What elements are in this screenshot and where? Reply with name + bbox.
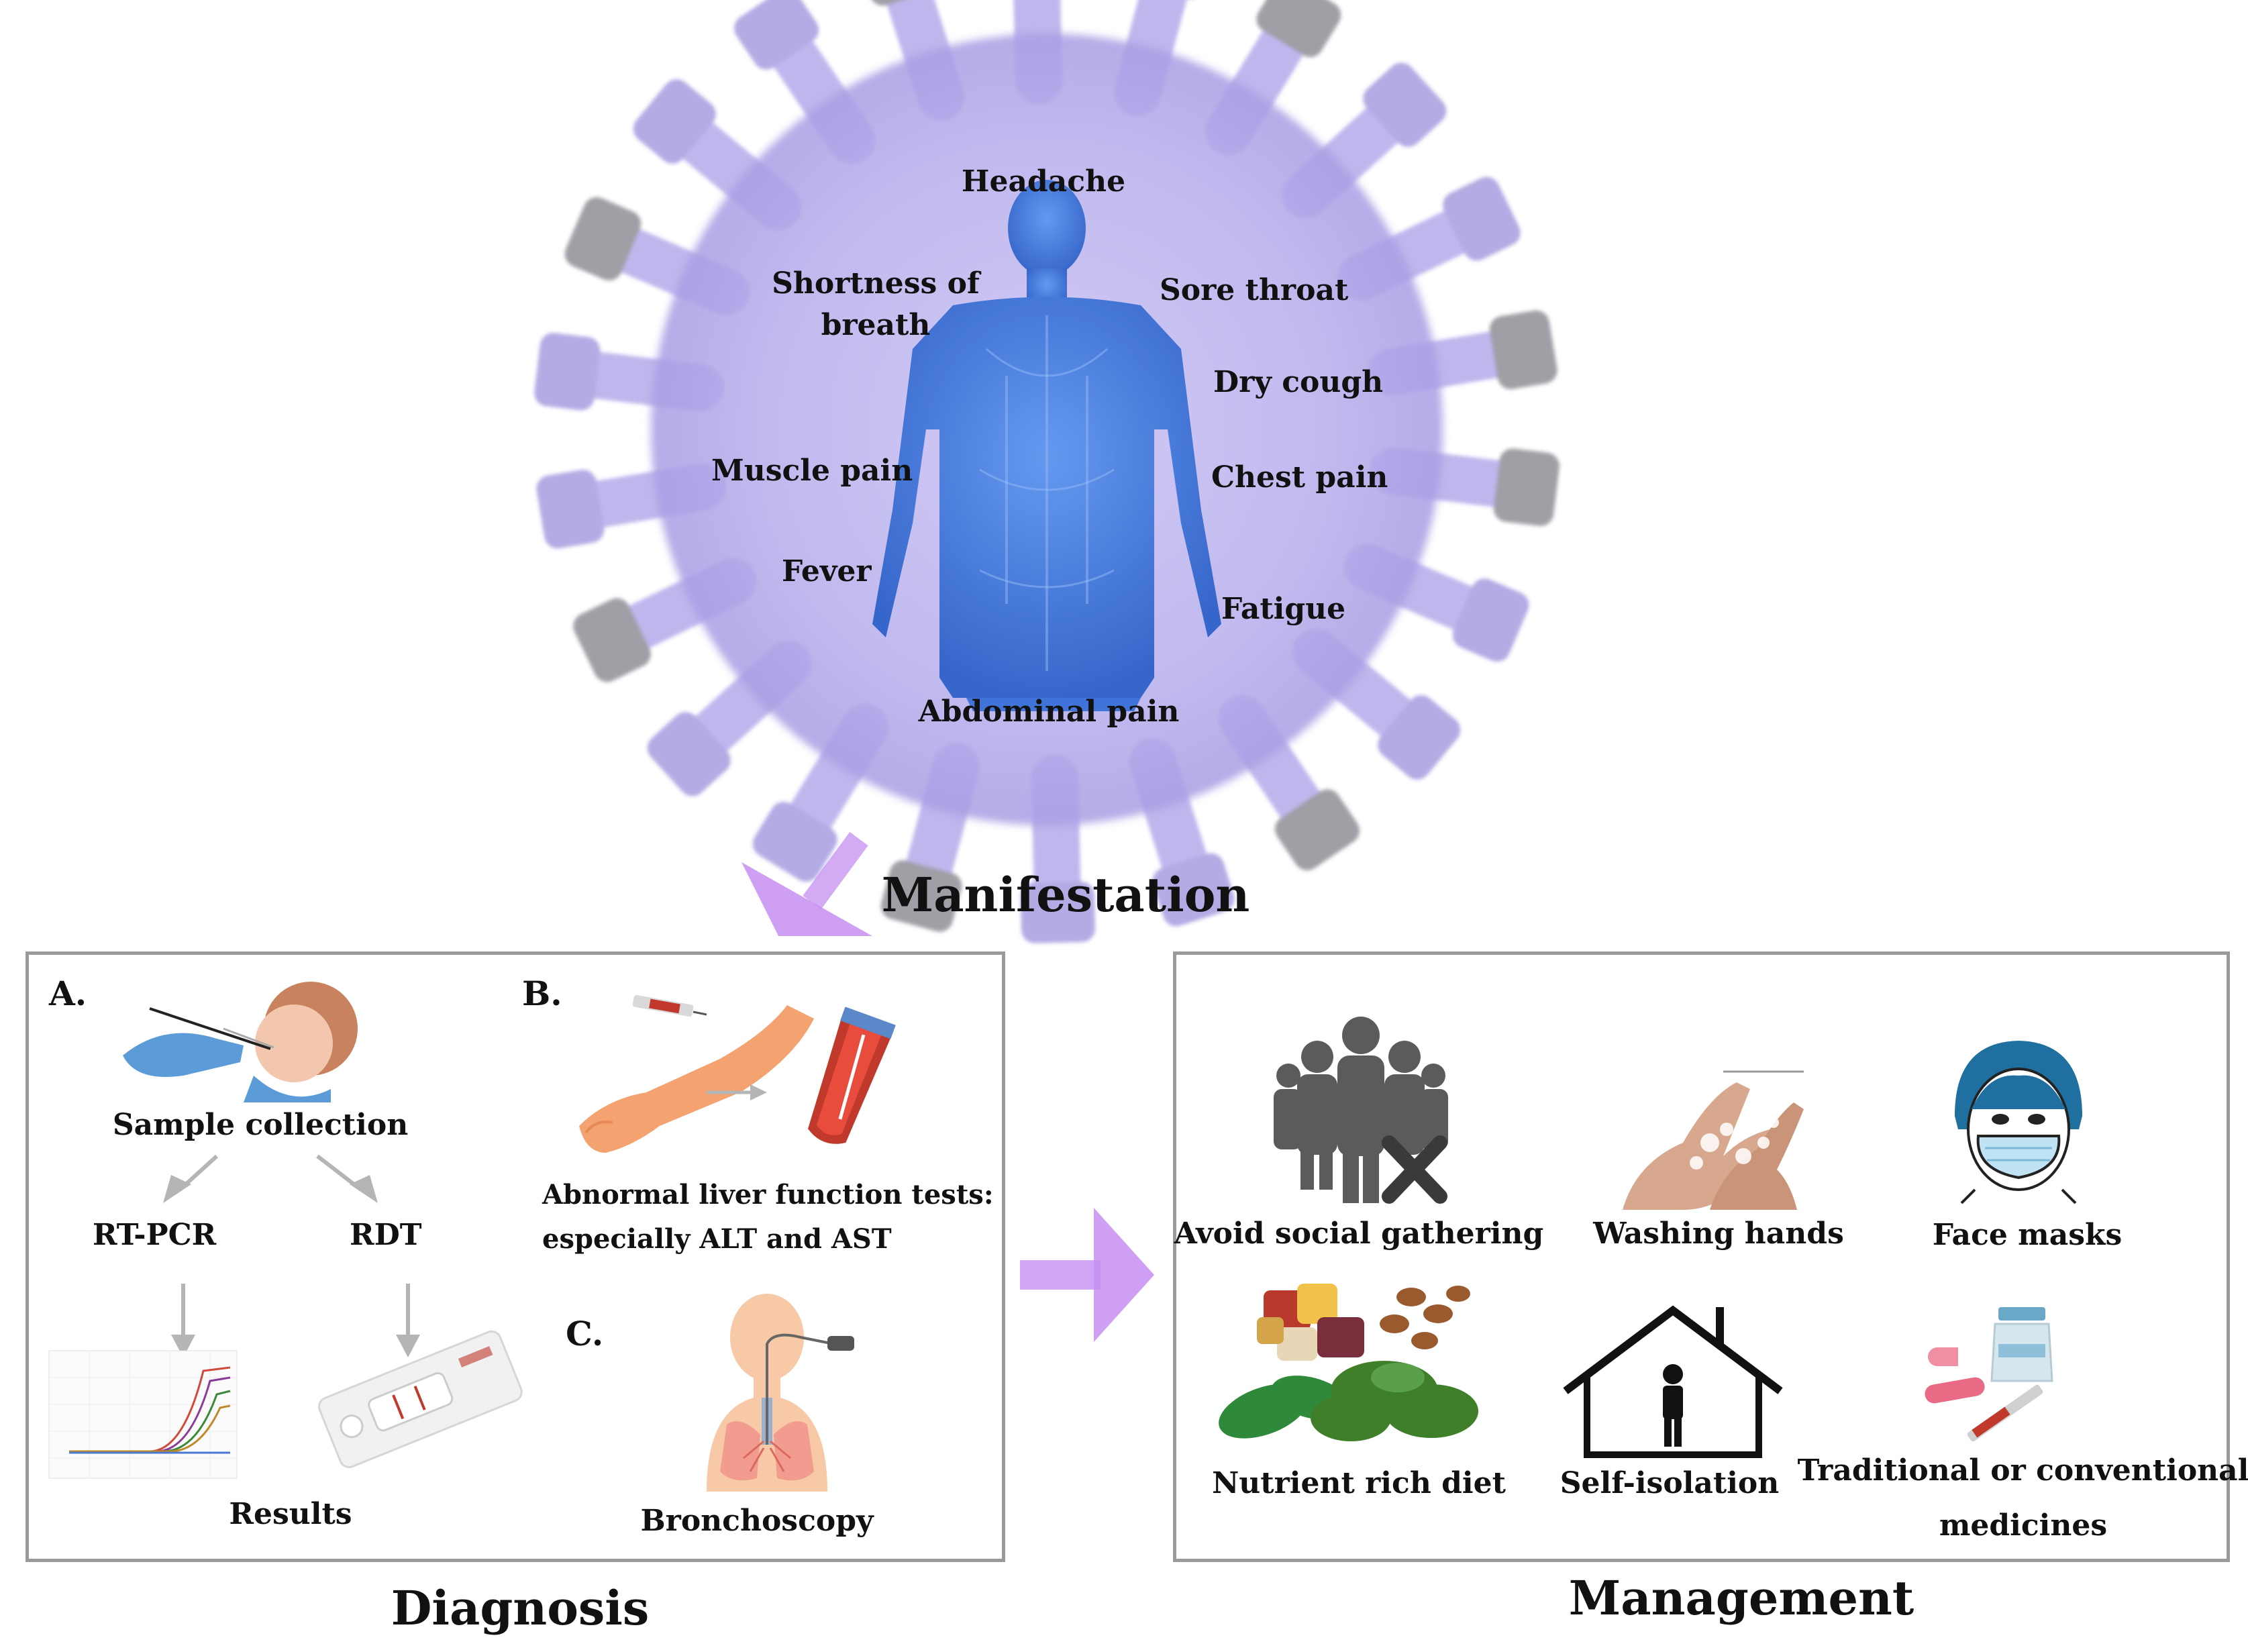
manifestation-to-diagnosis-arrow: [742, 831, 872, 936]
management-panel: Avoid social gathering Washing hands Fac…: [1173, 951, 2248, 1562]
food-icon: [1219, 1284, 1478, 1441]
bronchoscopy-label: Bronchoscopy: [640, 1504, 874, 1538]
rapid-test-cassette-icon: [318, 1330, 523, 1468]
rt-pcr-label: RT-PCR: [93, 1218, 217, 1252]
management-item-label: Avoid social gathering: [1174, 1217, 1544, 1251]
diagnosis-a-arrows: [163, 1154, 420, 1357]
symptom-fever: Fever: [782, 554, 872, 588]
symptom-chest-pain: Chest pain: [1211, 460, 1388, 495]
lungs-bronchoscopy-icon: [707, 1294, 854, 1492]
diagnosis-to-management-arrow: [1020, 1208, 1154, 1342]
symptom-headache: Headache: [961, 164, 1126, 199]
management-item-label: Nutrient rich diet: [1212, 1466, 1506, 1500]
liver-function-tests-label: Abnormal liver function tests: especiall…: [542, 1179, 994, 1255]
section-c-marker: C.: [566, 1314, 604, 1353]
management-item-label: Traditional or conventional medicines: [1797, 1453, 2248, 1543]
symptom-abdominal-pain: Abdominal pain: [918, 694, 1180, 729]
symptom-dry-cough: Dry cough: [1213, 365, 1384, 399]
management-item-label: Self-isolation: [1560, 1466, 1780, 1500]
symptom-fatigue: Fatigue: [1221, 592, 1346, 626]
results-label: Results: [229, 1497, 352, 1531]
management-item-label: Face masks: [1932, 1218, 2123, 1252]
medicine-icon: [1925, 1307, 2053, 1442]
symptom-muscle-pain: Muscle pain: [711, 454, 913, 488]
manifestation-title: Manifestation: [881, 867, 1250, 923]
crowd-cross-icon: [1274, 1017, 1448, 1204]
pcr-curve-chart-icon: [48, 1350, 238, 1479]
diagnosis-panel: A. Sample collection RT-PCR RDT: [25, 951, 1005, 1562]
symptom-sore-throat: Sore throat: [1160, 273, 1349, 307]
arm-blood-draw-icon: [579, 994, 896, 1153]
sample-collection-label: Sample collection: [112, 1108, 409, 1142]
section-b-marker: B.: [522, 974, 562, 1013]
section-a-marker: A.: [49, 974, 87, 1013]
nasal-swab-icon: [123, 982, 358, 1102]
management-title: Management: [1568, 1570, 1914, 1626]
house-person-icon: [1563, 1305, 1783, 1458]
diagnosis-title: Diagnosis: [391, 1580, 650, 1636]
management-item-label: Washing hands: [1593, 1217, 1844, 1251]
hands-washing-icon: [1623, 1070, 1804, 1210]
rdt-label: RDT: [350, 1218, 422, 1252]
symptom-shortness-of-breath: Shortness of breath: [772, 266, 980, 342]
human-body-figure: [872, 180, 1221, 711]
face-mask-icon: [1955, 1041, 2082, 1204]
